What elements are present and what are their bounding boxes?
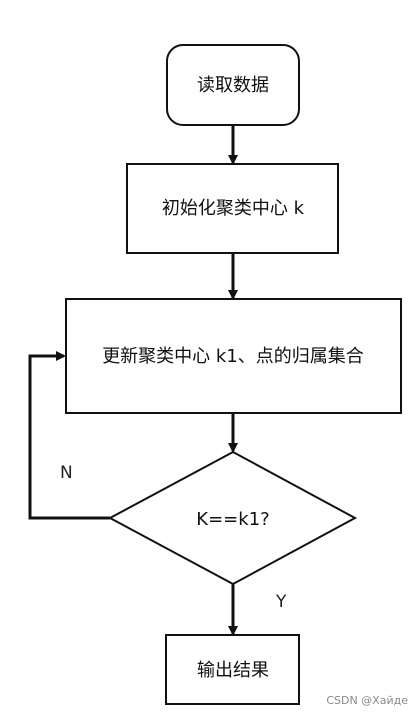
no-branch-label: N: [60, 463, 73, 483]
yes-branch-label: Y: [275, 592, 287, 612]
update-node-label: 更新聚类中心 k1、点的归属集合: [102, 346, 364, 367]
output-node: [165, 634, 300, 705]
init-node-label: 初始化聚类中心 k: [162, 198, 305, 219]
start-node-label: 读取数据: [197, 75, 269, 96]
decision-node-label: K==k1?: [196, 509, 269, 530]
arrow-decision-no-loop: [28, 351, 110, 520]
output-node-label: 输出结果: [197, 660, 269, 681]
watermark: CSDN @Хайде: [326, 694, 408, 707]
init-node: [126, 163, 339, 254]
